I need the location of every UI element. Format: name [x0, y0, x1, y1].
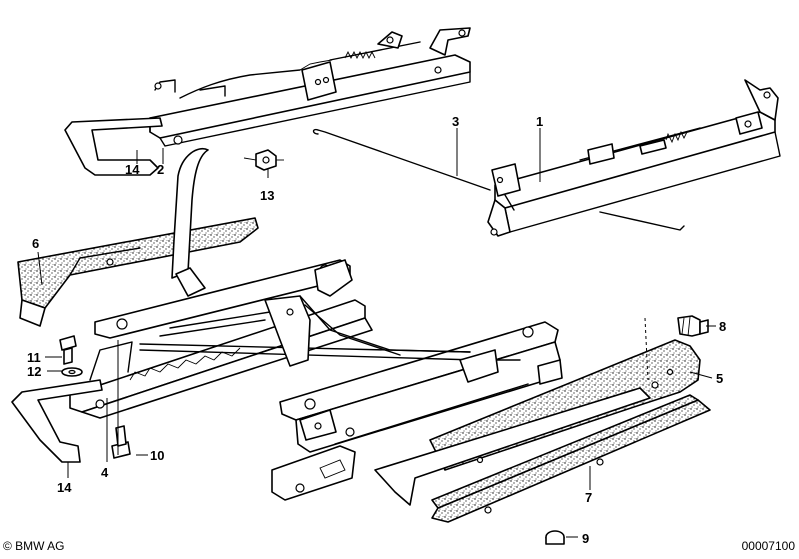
callout-3: 3	[452, 114, 459, 129]
callout-2: 2	[157, 162, 164, 177]
callout-6: 6	[32, 236, 39, 251]
seat-rail-left-part-2	[64, 27, 471, 176]
callout-1: 1	[536, 114, 543, 129]
nut-part-13	[243, 149, 284, 171]
callout-5: 5	[716, 371, 723, 386]
copyright-label: © BMW AG	[3, 539, 65, 553]
callout-7: 7	[585, 490, 592, 505]
callout-13: 13	[260, 188, 274, 203]
callout-4: 4	[101, 465, 109, 480]
trim-cover-left-part-6	[17, 217, 259, 327]
callout-12: 12	[27, 364, 41, 379]
cable-rod-part-3	[312, 128, 685, 231]
image-id-label: 00007100	[741, 539, 795, 553]
leader-lines	[37, 128, 716, 538]
handle-lower-part-14	[11, 379, 103, 463]
callout-14-lower: 14	[57, 480, 72, 495]
callout-11: 11	[27, 350, 41, 365]
bolt-part-10	[111, 425, 131, 459]
bolt-part-11	[59, 335, 77, 365]
callout-8: 8	[719, 319, 726, 334]
trim-panel-right-part-5	[374, 339, 701, 506]
callout-14-upper: 14	[125, 162, 140, 177]
callout-labels: 1 2 3 4 5 6 7 8 9 10 11 12 13 14 14	[27, 114, 726, 546]
cap-part-9	[545, 530, 565, 545]
seat-rail-right-part-1	[487, 79, 781, 237]
seat-frame-assembly	[69, 259, 563, 501]
callout-10: 10	[150, 448, 164, 463]
callout-9: 9	[582, 531, 589, 546]
backrest-arm	[171, 148, 209, 297]
washer-part-12	[61, 367, 83, 377]
fastener-part-8	[677, 315, 709, 337]
trim-strip-part-7	[431, 394, 711, 523]
